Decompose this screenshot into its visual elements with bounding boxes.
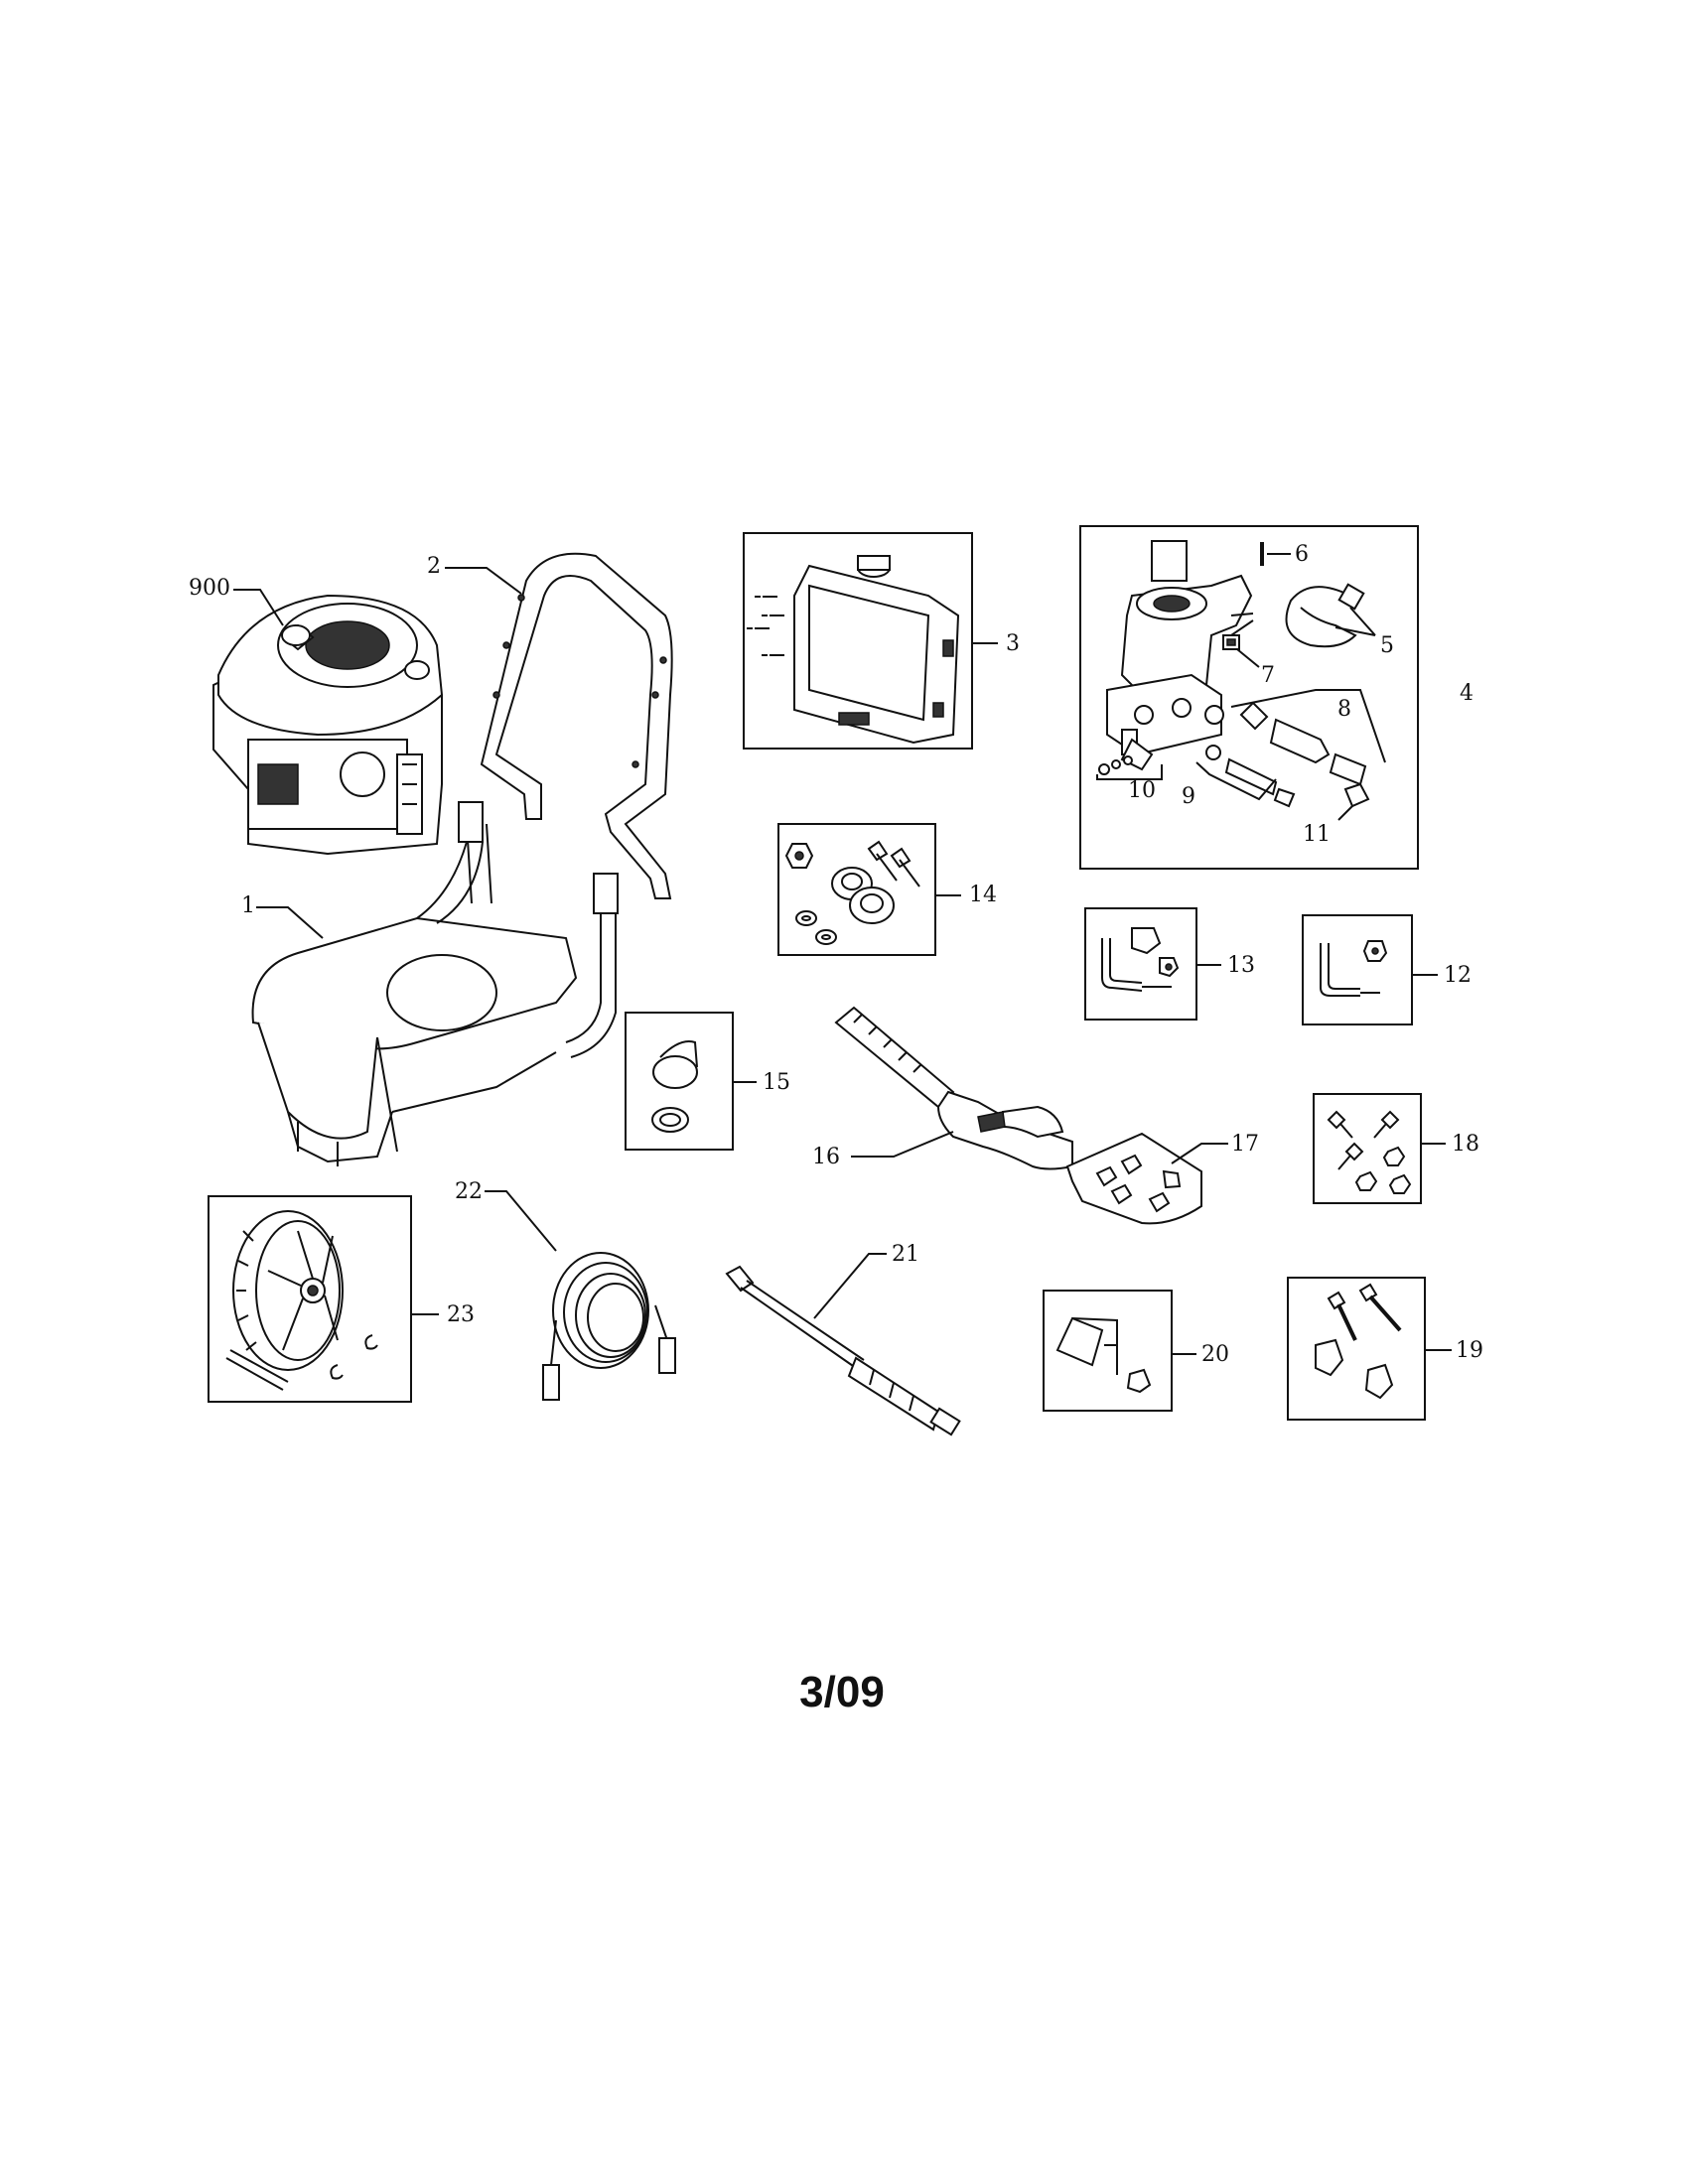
hardware-part-19 — [1315, 1283, 1402, 1400]
label-18: 18 — [1452, 1132, 1479, 1157]
pump-part-4 — [1106, 540, 1254, 771]
box-part-4 — [1079, 525, 1419, 870]
fuel-tank-part-3 — [793, 555, 960, 745]
spray-gun-part-16 — [834, 1006, 1073, 1170]
label-6: 6 — [1295, 542, 1309, 567]
box-part-3 — [743, 532, 973, 750]
label-9: 9 — [1182, 784, 1195, 809]
label-23: 23 — [447, 1302, 475, 1327]
label-14: 14 — [969, 883, 997, 907]
label-1: 1 — [241, 893, 255, 918]
label-17: 17 — [1231, 1132, 1259, 1157]
label-4: 4 — [1460, 681, 1474, 706]
unloader-part-8 — [1239, 701, 1367, 786]
label-13: 13 — [1227, 953, 1255, 978]
label-900: 900 — [189, 576, 230, 601]
wand-part-21 — [725, 1265, 961, 1436]
label-3: 3 — [1006, 631, 1020, 656]
injector-part-9 — [1205, 745, 1296, 808]
box-part-14 — [777, 823, 936, 956]
label-11: 11 — [1303, 822, 1331, 847]
hardware-part-14 — [784, 840, 920, 945]
label-16: 16 — [812, 1145, 840, 1169]
label-8: 8 — [1337, 697, 1351, 722]
hardware-part-18 — [1327, 1110, 1412, 1194]
hardware-part-20 — [1055, 1316, 1152, 1394]
label-7: 7 — [1261, 663, 1275, 688]
box-part-12 — [1302, 914, 1413, 1025]
box-part-23 — [208, 1195, 412, 1403]
label-21: 21 — [892, 1242, 919, 1267]
cap-part-15 — [651, 1040, 698, 1133]
hardware-part-12 — [1320, 940, 1388, 997]
plug-part-11 — [1337, 782, 1370, 821]
engine-part-900 — [212, 594, 444, 856]
label-19: 19 — [1456, 1338, 1483, 1363]
label-5: 5 — [1380, 633, 1394, 658]
label-22: 22 — [455, 1179, 483, 1204]
label-10: 10 — [1128, 778, 1156, 803]
hardware-part-13 — [1101, 927, 1180, 992]
valve-kit-part-10 — [1096, 755, 1163, 780]
nozzle-bag-part-17 — [1065, 1132, 1202, 1225]
hose-part-5 — [1285, 583, 1365, 648]
label-15: 15 — [763, 1070, 790, 1095]
frame-base-part-1 — [251, 801, 619, 1166]
page-footer-date: 3/09 — [799, 1668, 885, 1716]
hose-part-22 — [542, 1252, 676, 1401]
tank-screws-part-3 — [747, 596, 784, 656]
box-part-18 — [1313, 1093, 1422, 1204]
label-2: 2 — [427, 554, 441, 579]
wheel-part-23 — [225, 1210, 378, 1391]
handle-part-2 — [480, 552, 673, 899]
fitting-part-7 — [1222, 634, 1240, 650]
label-12: 12 — [1444, 963, 1472, 988]
box-part-20 — [1043, 1290, 1173, 1412]
box-part-19 — [1287, 1277, 1426, 1421]
label-20: 20 — [1201, 1342, 1229, 1367]
